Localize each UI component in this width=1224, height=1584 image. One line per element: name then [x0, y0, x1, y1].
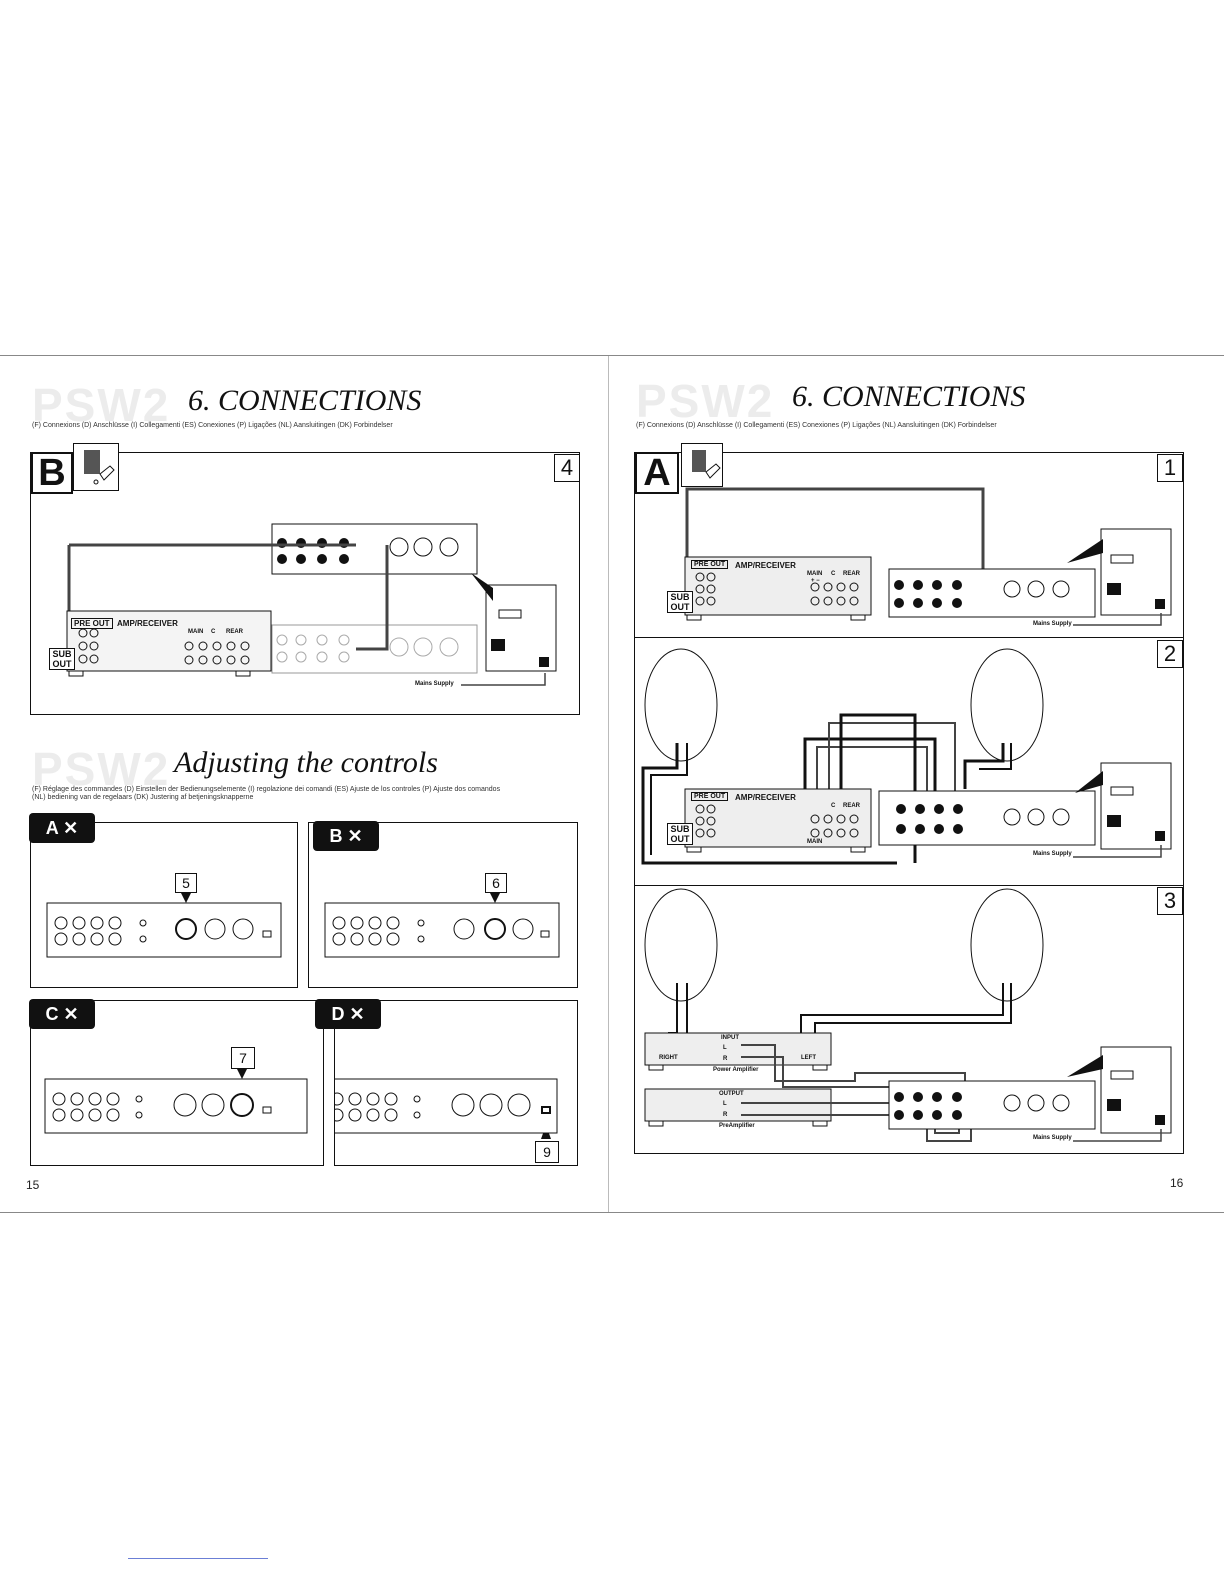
- panel-letter-a: A: [635, 452, 679, 494]
- panel-letter-b: B: [31, 452, 73, 494]
- left-page-subtitle: (F) Connexions (D) Anschlüsse (I) Colleg…: [32, 422, 393, 429]
- c-label-a1: C: [831, 571, 836, 577]
- sub-out-a2-line1: SUB: [670, 824, 690, 834]
- sub-out-a1-line1: SUB: [670, 592, 690, 602]
- sub-out-line1: SUB: [52, 649, 72, 659]
- amp-receiver-label: AMP/RECEIVER: [117, 619, 178, 628]
- panel-divider-2: [635, 885, 1183, 886]
- cell-a-letter-badge: A ✕: [29, 813, 95, 843]
- adjust-subtitle-1: (F) Réglage des commandes (D) Einstellen…: [32, 786, 501, 793]
- main-label-a2: MAIN: [807, 839, 823, 845]
- cell-c-control-panel: [44, 1069, 308, 1134]
- panel-a-wiring-diagram: [641, 487, 1172, 1142]
- power-amplifier-label: Power Amplifier: [713, 1067, 759, 1073]
- mains-supply-a1: Mains Supply: [1033, 621, 1072, 627]
- rear-label: REAR: [226, 629, 244, 635]
- step-number-3: 3: [1157, 887, 1183, 915]
- pre-out-label: PRE OUT: [71, 618, 113, 629]
- amp-receiver-label-a1: AMP/RECEIVER: [735, 561, 796, 570]
- left-page-number: 15: [26, 1178, 40, 1192]
- adjust-subtitle-2: (NL) bediening van de regelaars (DK) Jus…: [32, 794, 254, 801]
- cell-b-letter-badge: B ✕: [313, 821, 379, 851]
- c-label-a2: C: [831, 803, 836, 809]
- right-page-subtitle: (F) Connexions (D) Anschlüsse (I) Colleg…: [636, 422, 997, 429]
- marker-5: 5: [175, 873, 197, 893]
- cell-a-control-panel: [46, 893, 282, 958]
- panel-b-connection: B 4 PRE OUT AMP/RECEIVER MAIN C REAR SUB…: [30, 443, 580, 715]
- output-r-label: R: [723, 1112, 728, 1118]
- left-page-title: 6. CONNECTIONS: [188, 384, 422, 417]
- pre-out-label-a2: PRE OUT: [691, 792, 729, 801]
- mains-supply-a2: Mains Supply: [1033, 851, 1072, 857]
- rear-label-a2: REAR: [843, 803, 861, 809]
- footer-link-rule: [128, 1558, 268, 1559]
- main-label-a1: MAIN: [807, 571, 823, 577]
- panel-divider-1: [635, 637, 1183, 638]
- preamplifier-label: PreAmplifier: [719, 1123, 755, 1129]
- step-number-4: 4: [554, 454, 580, 482]
- input-r-label: R: [723, 1056, 728, 1062]
- right-channel-label: RIGHT: [659, 1055, 678, 1061]
- page-gutter: [608, 356, 609, 1212]
- panel-b-wiring-diagram: [66, 523, 557, 686]
- adjust-cell-b: B ✕ 6: [308, 821, 578, 988]
- sub-out-a2-line2: OUT: [670, 834, 690, 844]
- output-label: OUTPUT: [719, 1091, 744, 1097]
- panel-a-connection: A 1 2 3: [634, 443, 1184, 1154]
- mains-supply-label: Mains Supply: [415, 681, 454, 687]
- right-page-title: 6. CONNECTIONS: [792, 380, 1026, 413]
- mains-supply-a3: Mains Supply: [1033, 1135, 1072, 1141]
- power-switch-icon-a: [681, 443, 723, 487]
- amp-receiver-label-a2: AMP/RECEIVER: [735, 793, 796, 802]
- adjust-title: Adjusting the controls: [174, 746, 438, 779]
- input-l-label: L: [723, 1045, 727, 1051]
- right-watermark: PSW2: [636, 375, 775, 427]
- step-number-2: 2: [1157, 640, 1183, 668]
- cell-b-control-panel: [324, 893, 560, 958]
- left-channel-label: LEFT: [801, 1055, 816, 1061]
- main-label: MAIN: [188, 629, 204, 635]
- marker-9: 9: [535, 1141, 559, 1163]
- sub-out-badge-a1: SUB OUT: [667, 591, 693, 613]
- adjust-watermark: PSW2: [32, 743, 171, 795]
- power-switch-icon: [73, 443, 119, 491]
- output-l-label: L: [723, 1101, 727, 1107]
- top-rule: [0, 355, 1224, 356]
- sub-out-badge-a2: SUB OUT: [667, 823, 693, 845]
- cell-c-letter-badge: C ✕: [29, 999, 95, 1029]
- adjust-cell-d: D ✕ 9: [315, 999, 578, 1166]
- bottom-rule: [0, 1212, 1224, 1213]
- adjust-cell-c: C ✕ 7: [29, 999, 324, 1166]
- plus-minus-label: + −: [811, 578, 820, 584]
- pre-out-label-a1: PRE OUT: [691, 560, 729, 569]
- right-page-number: 16: [1170, 1176, 1184, 1190]
- left-watermark: PSW2: [32, 379, 171, 431]
- step-number-1: 1: [1157, 454, 1183, 482]
- rear-label-a1: REAR: [843, 571, 861, 577]
- marker-6: 6: [485, 873, 507, 893]
- adjust-cell-a: A ✕ 5: [29, 813, 298, 988]
- c-label: C: [211, 629, 216, 635]
- marker-7: 7: [231, 1047, 255, 1069]
- cell-d-letter-badge: D ✕: [315, 999, 381, 1029]
- input-label: INPUT: [721, 1035, 739, 1041]
- sub-out-a1-line2: OUT: [670, 602, 690, 612]
- cell-d-control-panel: [335, 1078, 558, 1139]
- sub-out-line2: OUT: [52, 659, 72, 669]
- sub-out-badge: SUB OUT: [49, 648, 75, 670]
